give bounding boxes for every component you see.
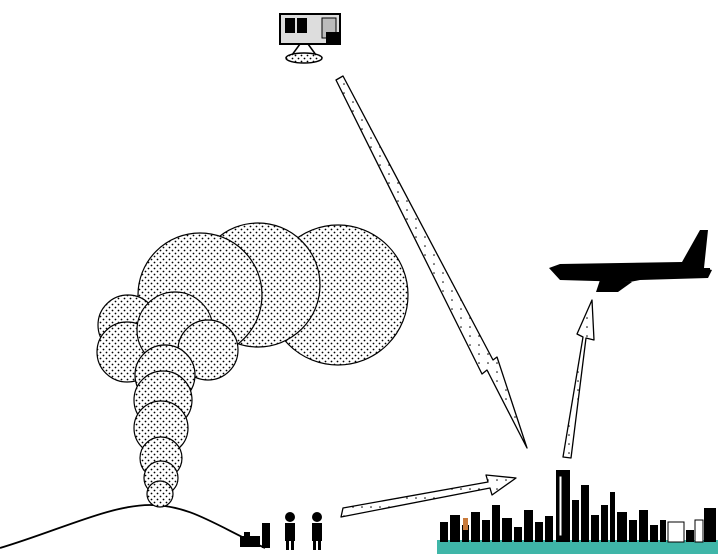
satellite-icon bbox=[280, 14, 340, 63]
volcano-slope bbox=[0, 505, 265, 548]
ground-observers bbox=[240, 512, 322, 550]
airplane-icon bbox=[549, 230, 712, 292]
arrow-observers-to-city bbox=[341, 475, 516, 517]
volcanic-ash-plume bbox=[97, 223, 408, 507]
arrow-city-to-airplane bbox=[563, 300, 594, 458]
city-skyline bbox=[437, 470, 718, 554]
